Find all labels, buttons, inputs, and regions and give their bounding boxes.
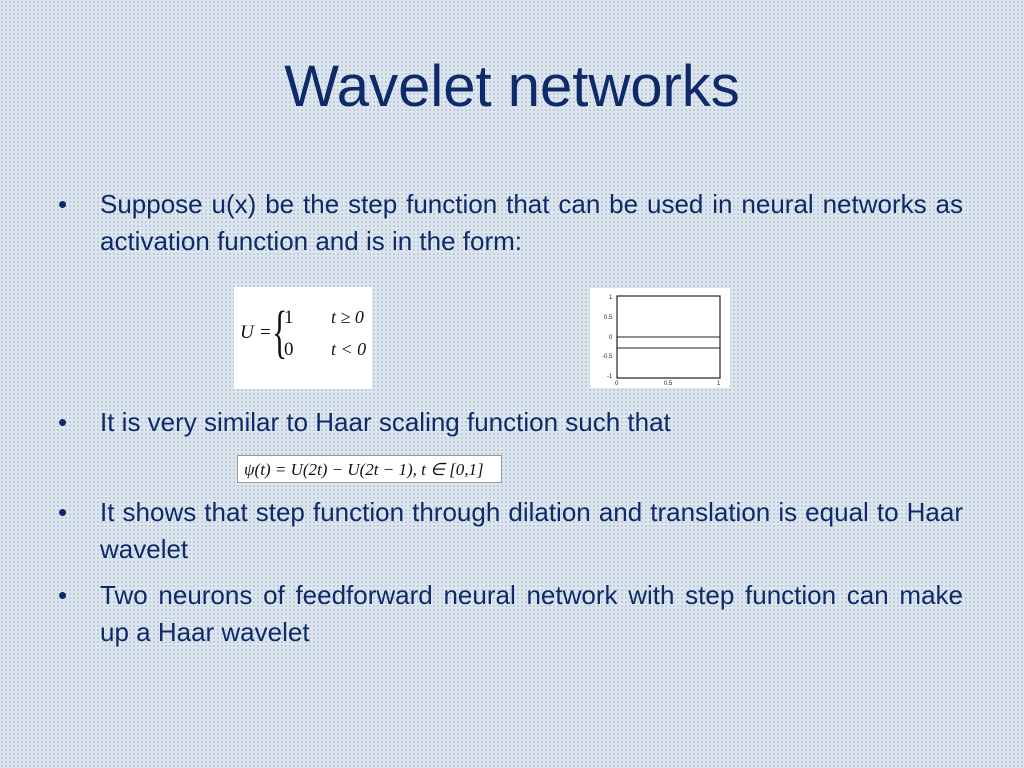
equation-row1-value: 1	[284, 307, 294, 328]
equation-row1-condition: t ≥ 0	[331, 307, 364, 327]
y-tick-label: 0.5	[604, 315, 613, 321]
step-plot-svg: 1 0.5 0 -0.5 -1 0 0.5 1	[602, 295, 721, 387]
y-tick-label: -1	[607, 374, 613, 380]
step-function-plot-image: 1 0.5 0 -0.5 -1 0 0.5 1	[590, 288, 730, 388]
equation-row2-condition: t < 0	[331, 339, 367, 359]
bullet-text: Two neurons of feedforward neural networ…	[100, 580, 963, 647]
bullet-marker: •	[58, 407, 68, 437]
y-tick-label: 0	[609, 335, 613, 341]
bullet-item-2: • It is very similar to Haar scaling fun…	[58, 404, 963, 441]
bullet-item-1: • Suppose u(x) be the step function that…	[58, 186, 963, 260]
haar-formula-image: ψ(t) = U(2t) − U(2t − 1), t ∈ [0,1]	[237, 455, 502, 483]
bullet-text: It is very similar to Haar scaling funct…	[100, 407, 671, 437]
bullet-item-3: • It shows that step function through di…	[58, 494, 963, 568]
y-tick-label: -0.5	[602, 354, 613, 360]
step-function-equation-image: U = { 1 t ≥ 0 0 t < 0	[234, 287, 372, 389]
slide-title: Wavelet networks	[284, 54, 740, 119]
bullet-marker: •	[58, 189, 68, 219]
bullet-item-4: • Two neurons of feedforward neural netw…	[58, 577, 963, 651]
y-tick-label: 1	[609, 295, 613, 301]
bullet-marker: •	[58, 580, 68, 610]
bullet-text: It shows that step function through dila…	[100, 497, 963, 564]
x-tick-label: 0	[615, 381, 619, 387]
bullet-text: Suppose u(x) be the step function that c…	[100, 189, 963, 256]
bullet-marker: •	[58, 497, 68, 527]
x-tick-label: 0.5	[664, 381, 673, 387]
equation-row2-value: 0	[284, 339, 294, 360]
equation-equals: =	[260, 322, 271, 343]
x-tick-label: 1	[717, 381, 721, 387]
equation-lhs: U	[240, 322, 254, 343]
equation-brace: {	[272, 299, 288, 364]
